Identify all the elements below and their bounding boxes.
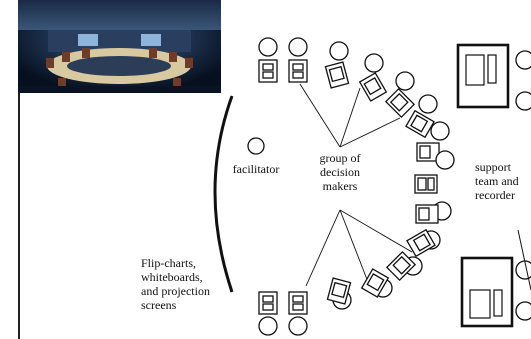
recorder-connector (517, 229, 531, 291)
conference-room-photo (18, 0, 221, 93)
facilitator-seat (247, 137, 265, 155)
facilitator-label: facilitator (232, 162, 280, 176)
decision-makers-label: group of decision makers (319, 151, 361, 193)
support-team-label: support team and recorder (475, 160, 519, 202)
support-team-stations (456, 43, 531, 328)
left-vertical-rule (18, 0, 20, 339)
decision-maker-seats (258, 37, 455, 336)
screens-wall (213, 95, 234, 293)
pointer-lines (299, 83, 413, 287)
screens-label: Flip-charts, whiteboards, and projection… (141, 256, 210, 312)
